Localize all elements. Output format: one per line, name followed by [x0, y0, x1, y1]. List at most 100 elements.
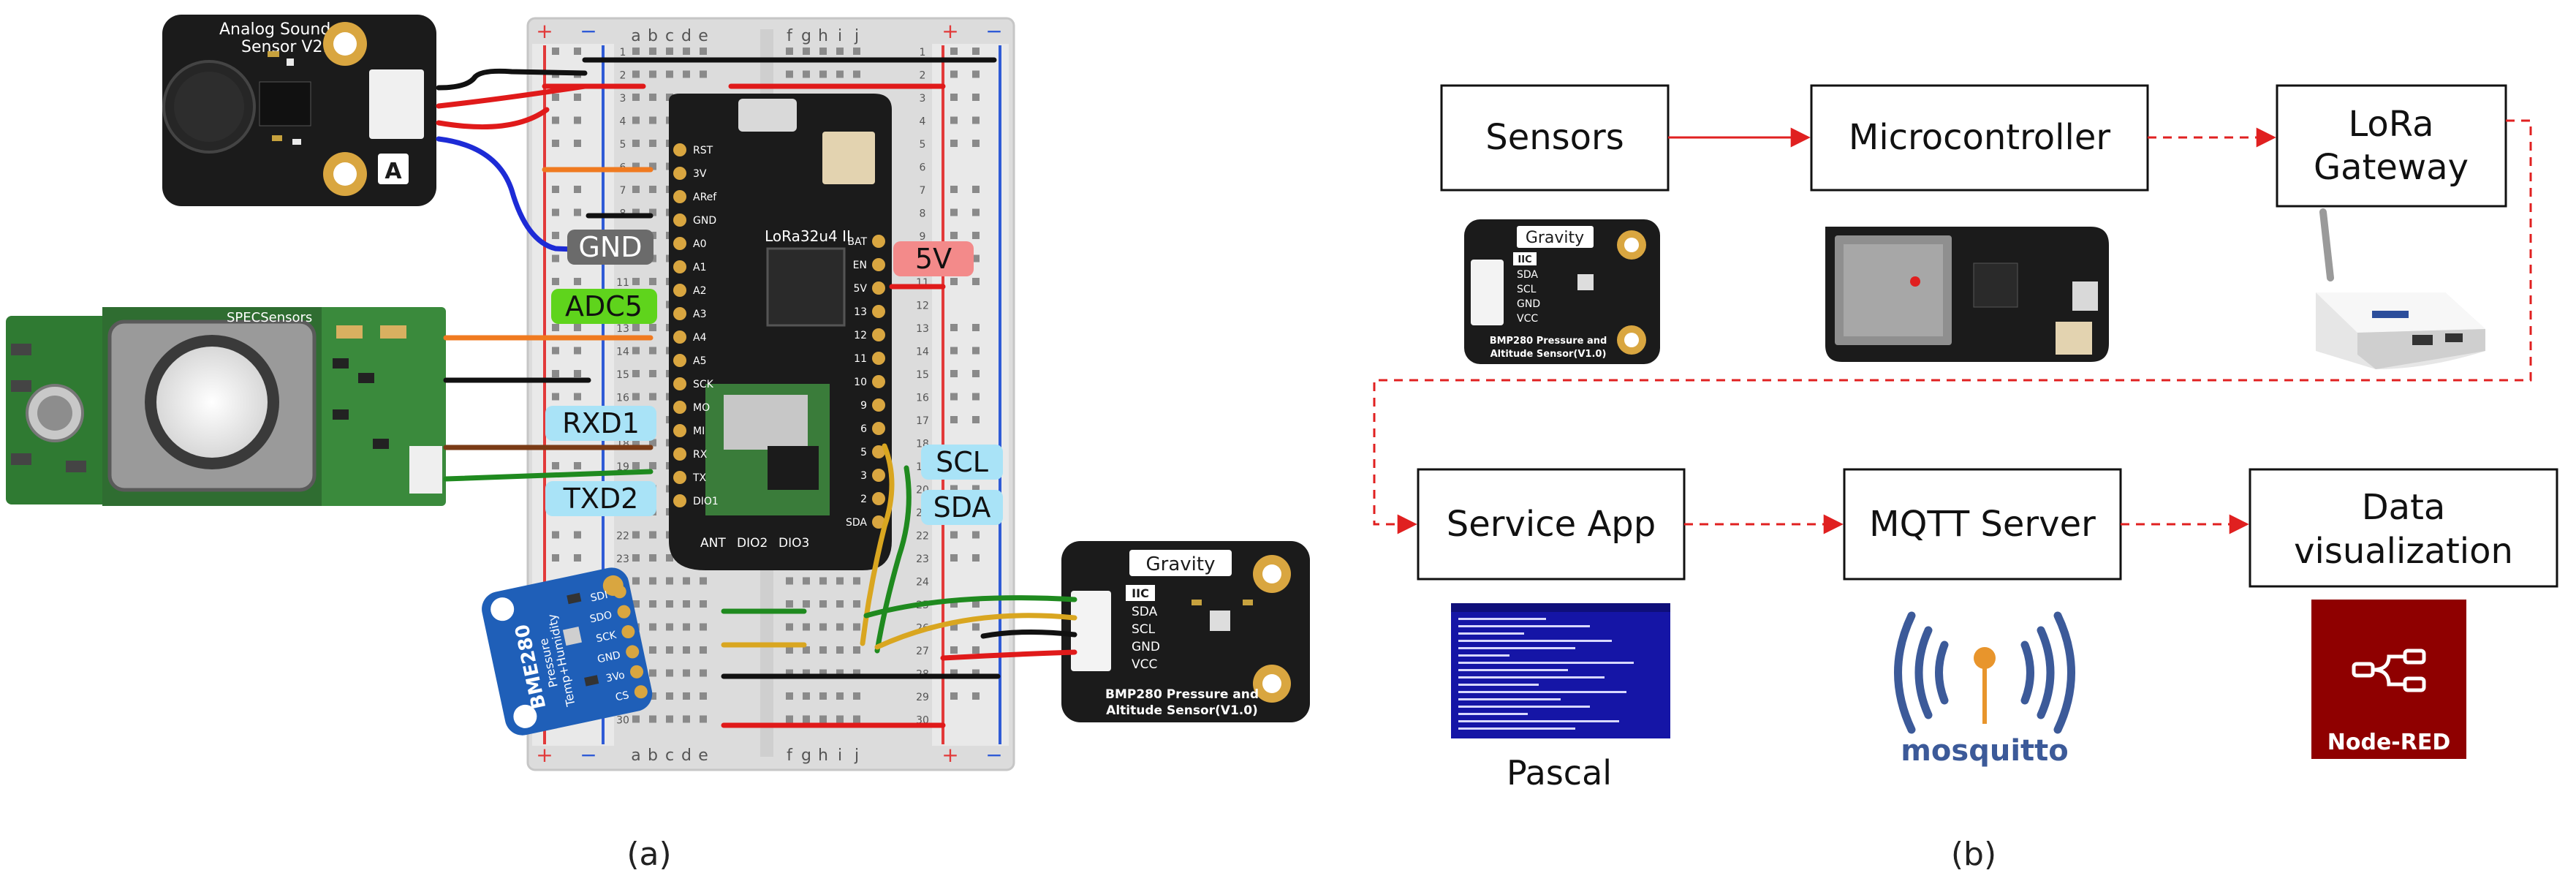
lora32u4-board: LoRa32u4 II ANT DIO2 DIO3 RST3VARefGNDA0… [669, 94, 892, 570]
row-number: 22 [616, 531, 629, 543]
mcu-pin-label: A0 [693, 238, 706, 250]
mcu-pin-pad [673, 237, 686, 250]
box-lora-gateway: LoRa Gateway [2276, 84, 2507, 208]
row-number: 27 [916, 646, 929, 657]
minus-sign-bottom-right: − [985, 743, 1002, 767]
mcu-pin-pad [872, 445, 885, 458]
bmp280-a-pin-sda: SDA [1132, 605, 1158, 619]
mcu-pin-pad [872, 328, 885, 341]
minus-sign-bottom: − [580, 743, 596, 767]
pascal-screenshot: Pascal [1451, 603, 1670, 793]
box-sensors-label: Sensors [1485, 117, 1624, 158]
wire-label-rxd1: RXD1 [545, 406, 656, 441]
pascal-code-lines [1458, 618, 1634, 730]
pascal-code-line [1458, 669, 1568, 671]
row-number: 8 [920, 208, 926, 220]
bme280-pin-pad [621, 625, 635, 639]
bme280-pin-pad [617, 605, 631, 619]
plus-sign-top: + [536, 19, 553, 43]
sound-sensor-title-1: Analog Sound [219, 20, 330, 39]
bmp280-a-name-1: BMP280 Pressure and [1105, 687, 1259, 702]
wire-label-gnd: GND [567, 230, 654, 265]
row-number: 23 [916, 553, 929, 565]
wire-label-5v-text: 5V [915, 243, 952, 275]
row-number: 24 [916, 577, 929, 589]
mcu-pin-pad [872, 235, 885, 248]
mcu-pin-pad [872, 469, 885, 482]
arrow-lora-to-service [1373, 119, 2532, 534]
wire-label-adc5-text: ADC5 [565, 290, 643, 322]
mcu-pin-pad [673, 494, 686, 507]
row-number: 15 [916, 369, 929, 381]
lora-gateway-device [2316, 208, 2485, 369]
mosquitto-logo: mosquitto [1894, 611, 2075, 768]
mcu-pin-pad [673, 213, 686, 227]
mcu-pin-label: MO [693, 402, 710, 414]
column-label: j [854, 27, 859, 45]
row-number: 15 [616, 369, 629, 381]
column-label: i [838, 747, 842, 765]
mcu-pin-label: EN [853, 260, 867, 271]
wires [436, 57, 1077, 728]
mcu-pin-pad [872, 398, 885, 412]
wire-label-scl-text: SCL [936, 446, 988, 478]
column-label: j [854, 747, 859, 765]
box-data-visualization: Data visualization [2249, 468, 2558, 588]
column-label: d [681, 747, 692, 765]
mcu-pin-label: ARef [693, 192, 717, 203]
gas-sensor-brand: SPECSensors [227, 310, 312, 325]
column-label: b [648, 747, 658, 765]
mcu-pin-pad [872, 422, 885, 435]
sound-sensor-badge: A [384, 159, 402, 184]
box-microcontroller-label: Microcontroller [1849, 117, 2110, 158]
mcu-pin-label: RST [693, 145, 713, 156]
nodered-label: Node-RED [2327, 730, 2451, 755]
pascal-code-line [1458, 618, 1546, 620]
mcu-pin-pad [673, 284, 686, 297]
pascal-code-line [1458, 713, 1528, 715]
bmp280-a-pin-gnd: GND [1132, 640, 1160, 654]
mcu-pin-pad [872, 281, 885, 295]
mcu-pin-label: 10 [854, 377, 867, 388]
wire-label-scl: SCL [921, 445, 1003, 480]
mcu-pin-pad [872, 305, 885, 318]
microcontroller-photo [1825, 227, 2109, 362]
thumb-iic: IIC [1518, 254, 1531, 265]
mcu-pin-pad [872, 258, 885, 271]
column-label: f [787, 27, 793, 45]
mcu-pin-label: SCK [693, 379, 714, 390]
mcu-pin-label: A2 [693, 285, 706, 297]
column-label: h [818, 747, 828, 765]
mcu-pin-pad [673, 190, 686, 203]
row-number: 4 [920, 116, 926, 128]
mcu-pin-label: DIO1 [693, 496, 719, 507]
row-number: 13 [616, 323, 629, 335]
wire-label-gnd-text: GND [578, 231, 642, 263]
pascal-code-line [1458, 698, 1561, 700]
sound-sensor-board: Analog Sound Sensor V2.2 A [162, 15, 436, 206]
row-number: 14 [616, 347, 629, 358]
mosquitto-label: mosquitto [1901, 734, 2069, 768]
bme280-pin-label: SCK [595, 630, 618, 646]
row-number: 5 [920, 139, 926, 151]
mcu-pin-label: A4 [693, 332, 707, 344]
row-number: 11 [616, 277, 629, 289]
box-mqtt-server: MQTT Server [1843, 468, 2122, 581]
mcu-pin-label: 5V [854, 283, 868, 295]
mcu-pin-pad [673, 424, 686, 437]
minus-sign-top-right: − [985, 19, 1002, 43]
bme280-pin-pad [634, 685, 648, 699]
mcu-pin-pad [673, 354, 686, 367]
mcu-pin-pad [872, 375, 885, 388]
mcu-pin-pad [673, 307, 686, 320]
wire-label-rxd1-text: RXD1 [562, 407, 640, 439]
minus-sign-top: − [580, 19, 596, 43]
panel-b: Sensors Microcontroller LoRa Gateway Ser… [1373, 84, 2558, 873]
box-dataviz-label-2: visualization [2294, 531, 2513, 572]
mcu-pin-label: A3 [693, 309, 706, 320]
mcu-name: LoRa32u4 II [765, 227, 851, 245]
wire-label-txd2: TXD2 [545, 481, 656, 516]
thumb-pin-sda: SDA [1517, 269, 1538, 281]
